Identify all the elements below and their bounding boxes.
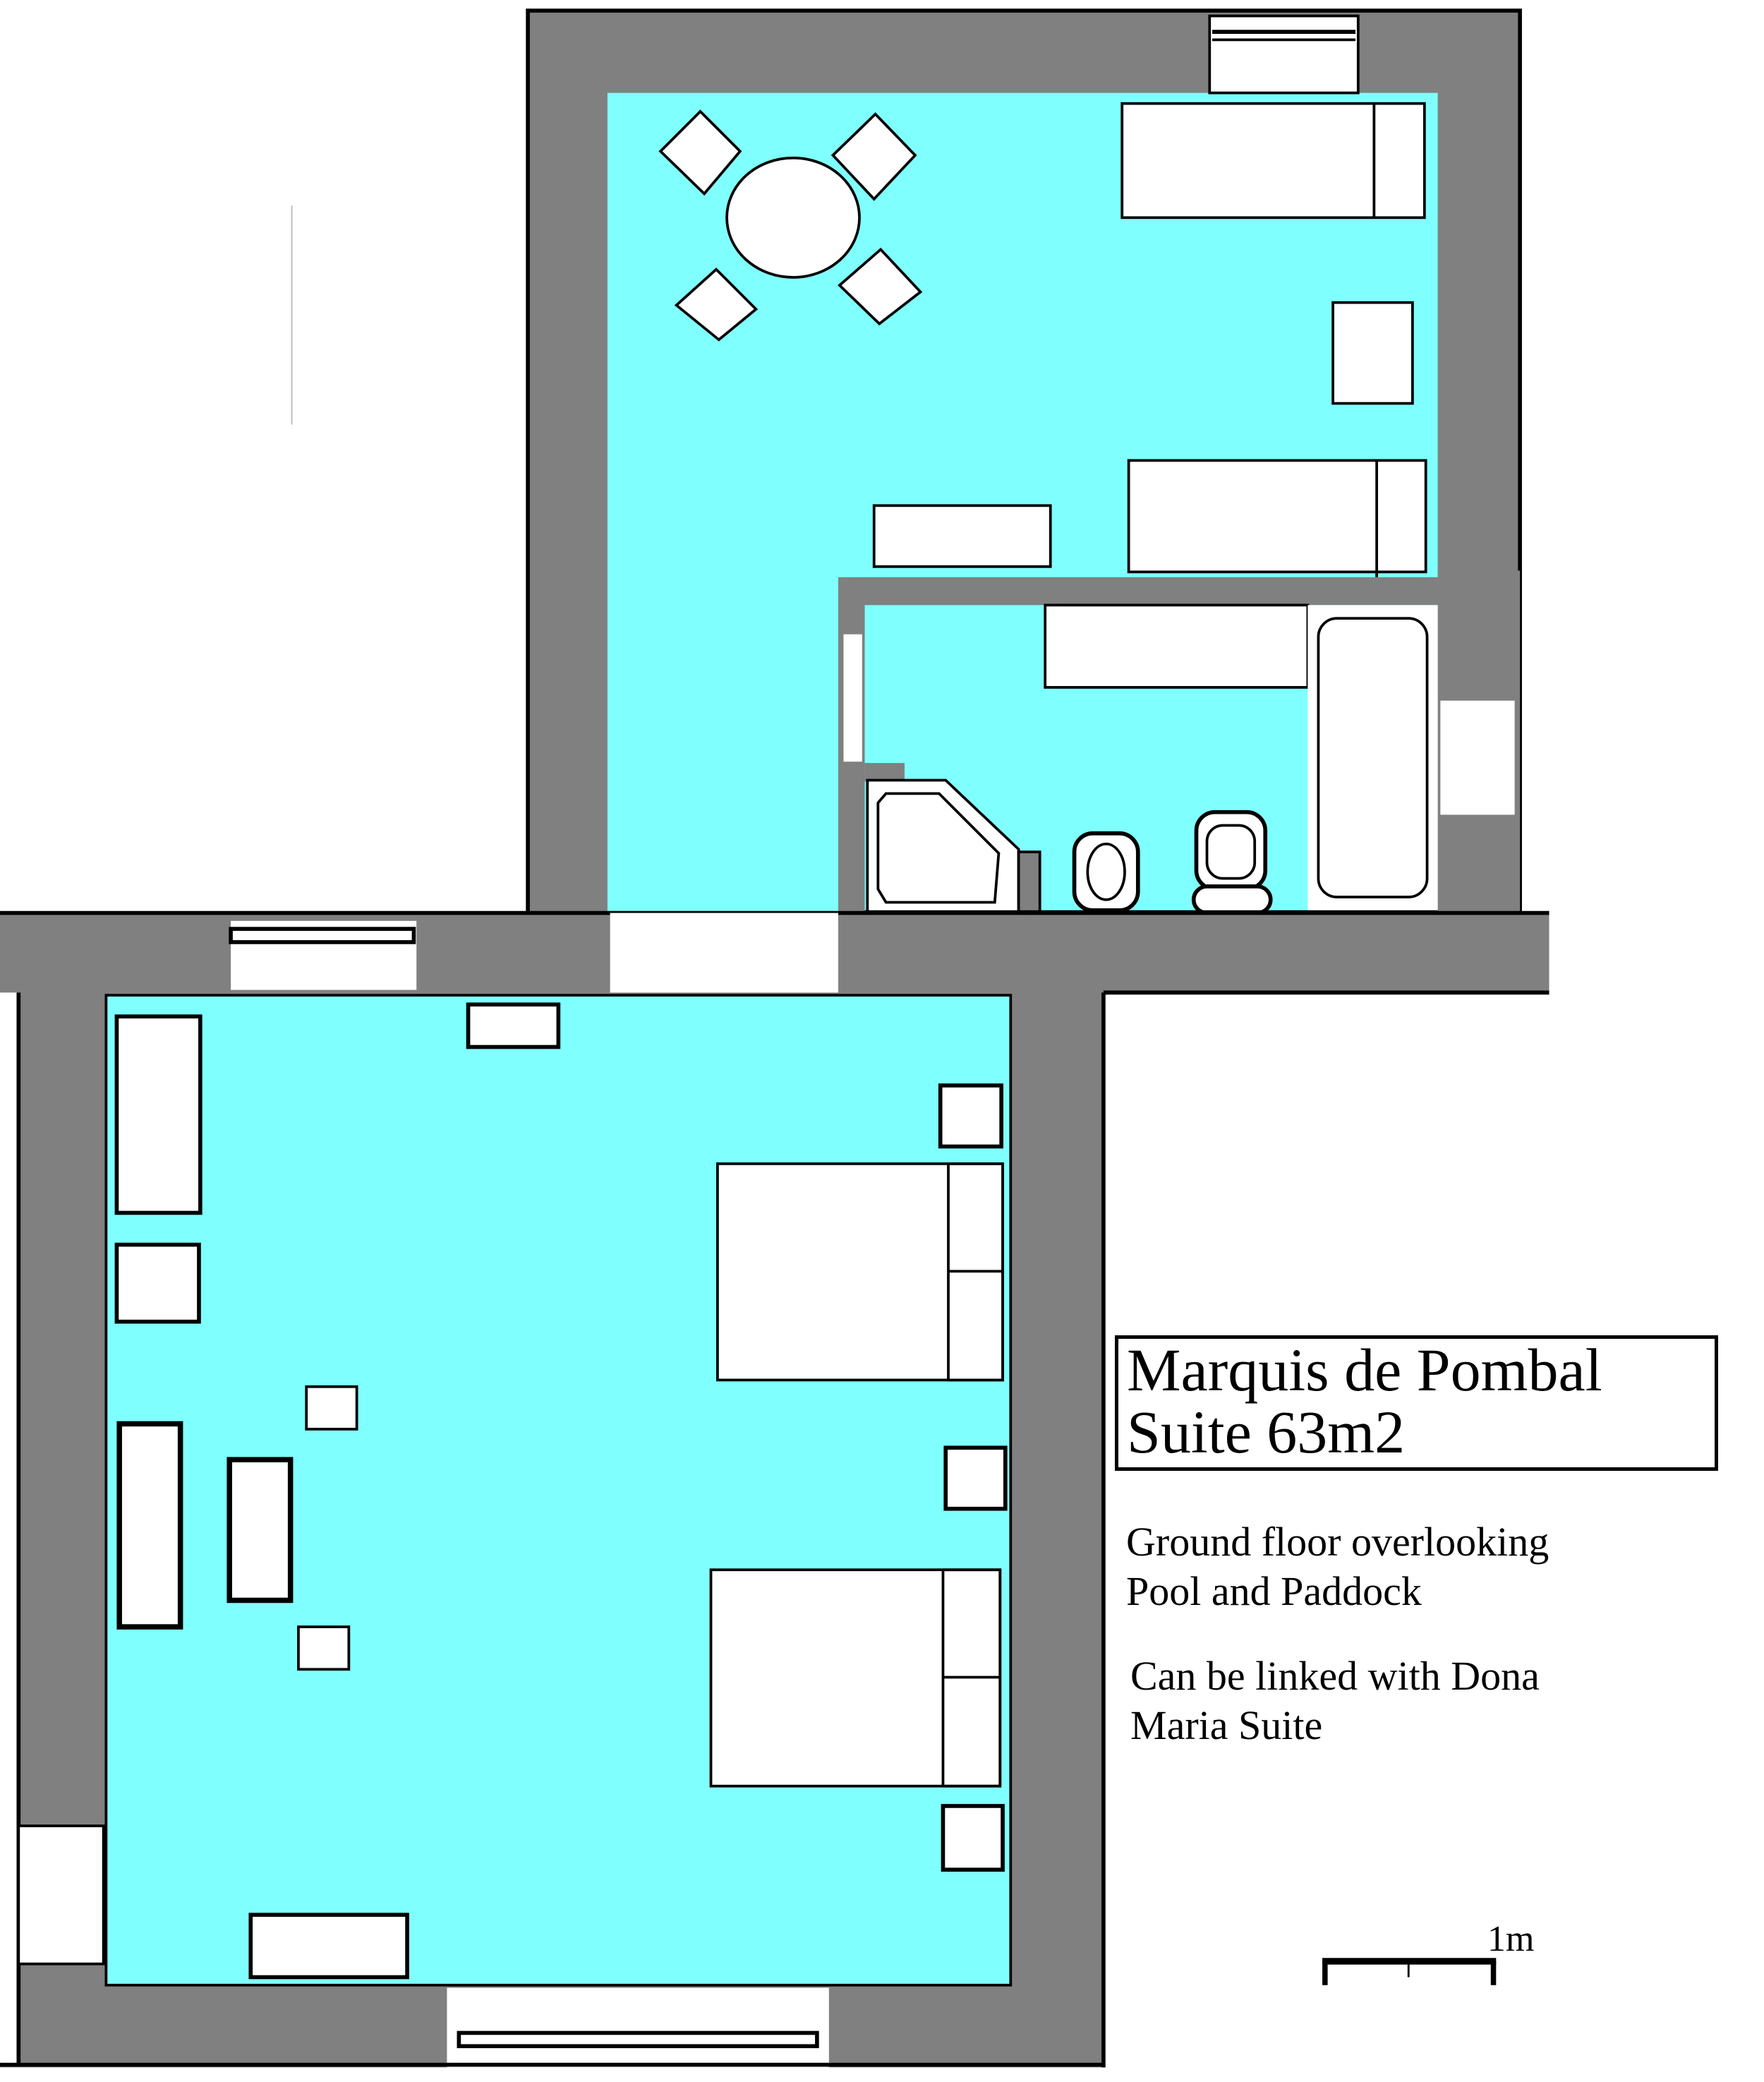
suite-title-line1: Marquis de Pombal xyxy=(1127,1336,1602,1404)
nightstand xyxy=(943,1445,1008,1511)
upper-window xyxy=(1208,14,1360,95)
armchair xyxy=(297,1625,351,1671)
single-bed xyxy=(1127,459,1427,574)
description-link: Can be linked with Dona Maria Suite xyxy=(1130,1651,1540,1750)
nightstand xyxy=(941,1804,1005,1872)
coffee-table xyxy=(226,1457,294,1603)
suite-title-box: Marquis de Pombal Suite 63m2 xyxy=(1115,1335,1718,1471)
armchair xyxy=(305,1385,358,1431)
single-bed xyxy=(1120,102,1426,219)
bedroom-left-window xyxy=(17,1824,105,1966)
sofa xyxy=(116,1421,183,1630)
nightstand xyxy=(938,1083,1003,1149)
bedroom-bottom-window xyxy=(447,1987,829,2068)
bathroom-window xyxy=(1440,700,1515,815)
scale-bar-label: 1m xyxy=(1487,1919,1535,1959)
desk xyxy=(872,504,1052,568)
main-bedroom xyxy=(0,910,1549,2068)
vanity-counter xyxy=(1044,603,1310,689)
bathroom-door xyxy=(843,634,862,762)
chair xyxy=(674,267,759,342)
description-line: Pool and Paddock xyxy=(1126,1568,1422,1614)
round-table xyxy=(725,156,861,279)
side-table xyxy=(1331,301,1414,405)
scale-bar xyxy=(1322,1958,1497,1985)
description-line: Maria Suite xyxy=(1130,1702,1323,1748)
dresser xyxy=(114,1242,201,1324)
bathroom xyxy=(838,577,1438,916)
chair xyxy=(658,109,742,196)
description-overlook: Ground floor overlooking Pool and Paddoc… xyxy=(1126,1517,1549,1616)
chair xyxy=(838,247,923,326)
bedroom-top-window xyxy=(231,920,417,990)
tv-stand xyxy=(466,1002,561,1049)
chair xyxy=(830,112,917,201)
bathtub xyxy=(1317,617,1429,898)
description-line: Ground floor overlooking xyxy=(1126,1519,1549,1565)
bench xyxy=(248,1913,409,1980)
suite-title-line2: Suite 63m2 xyxy=(1127,1398,1406,1466)
connecting-doorway xyxy=(610,913,838,993)
description-line: Can be linked with Dona xyxy=(1130,1653,1540,1699)
wardrobe xyxy=(114,1014,203,1215)
